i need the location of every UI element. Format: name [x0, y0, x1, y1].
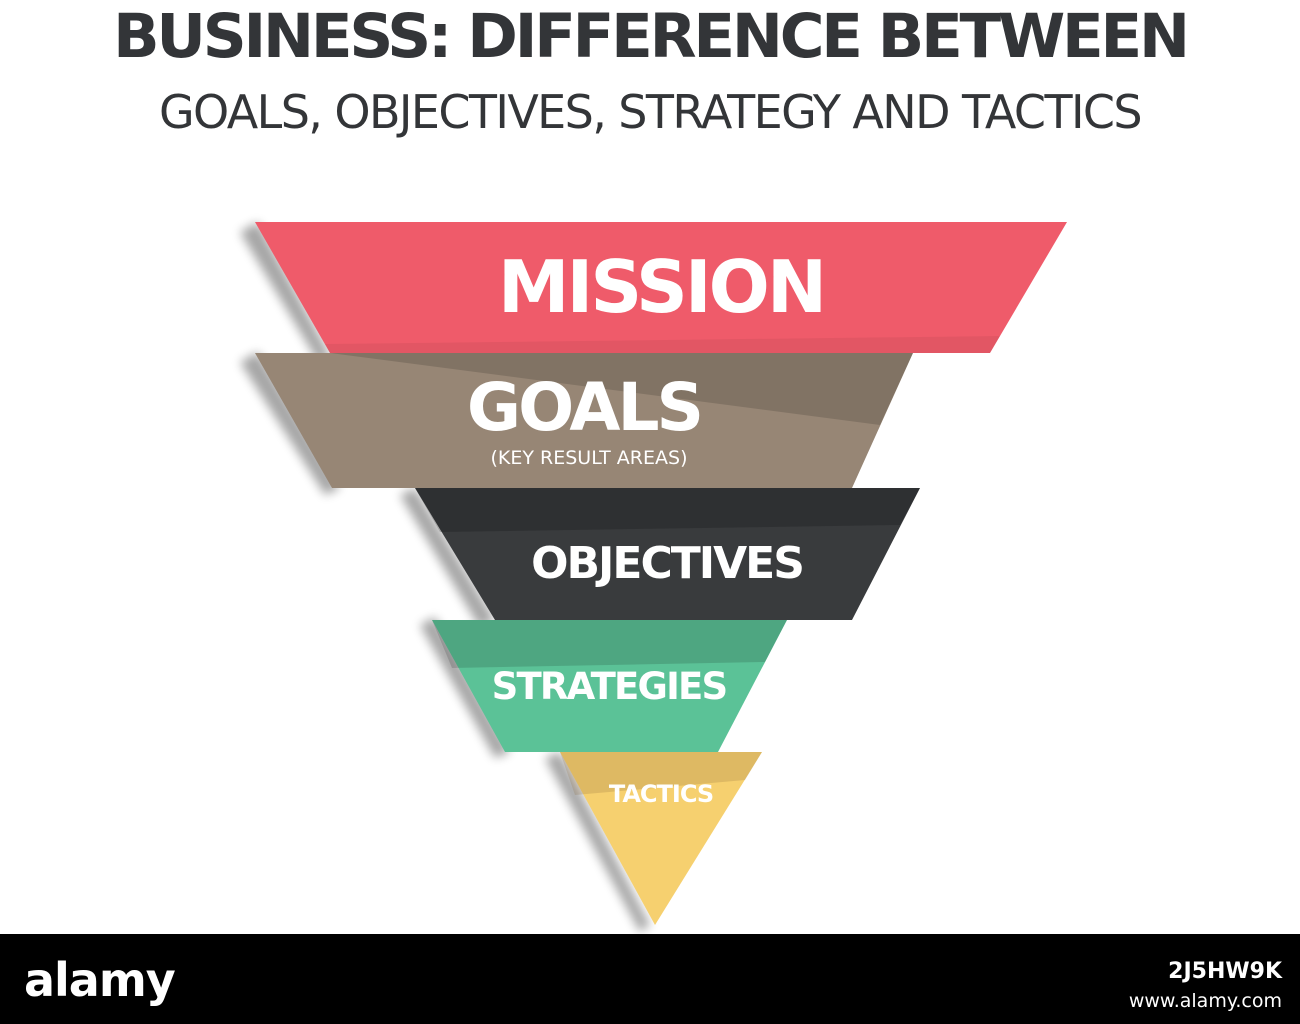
layer-objectives: OBJECTIVES — [415, 488, 920, 620]
layer-goals: GOALS (KEY RESULT AREAS) — [255, 353, 913, 488]
layer-strategies-fold-shade — [432, 620, 787, 668]
layer-tactics-label: TACTICS — [609, 780, 713, 808]
layer-strategies: STRATEGIES — [432, 620, 787, 752]
layer-tactics-fold-shade — [560, 752, 762, 795]
layer-goals-label: GOALS — [467, 369, 701, 446]
layer-goals-fold-shade — [330, 353, 913, 425]
layer-goals-sublabel: (KEY RESULT AREAS) — [491, 447, 688, 469]
inverted-pyramid-diagram: MISSION GOALS (KEY RESULT AREAS) OBJECTI… — [240, 222, 1067, 932]
layer-tactics: TACTICS — [560, 752, 762, 925]
layer-mission: MISSION — [255, 222, 1067, 353]
stock-image-id: 2J5HW9K — [1168, 959, 1282, 984]
layer-tactics-shape — [560, 752, 762, 925]
page-title: BUSINESS: DIFFERENCE BETWEEN — [113, 1, 1190, 72]
layer-mission-fold-shade — [325, 336, 1000, 353]
alamy-logo: alamy — [24, 953, 176, 1007]
layer-mission-label: MISSION — [498, 245, 824, 329]
stock-url: www.alamy.com — [1128, 990, 1282, 1012]
layer-goals-shape — [255, 353, 913, 488]
pyramid-shadow — [240, 222, 650, 932]
layer-mission-shape — [255, 222, 1067, 353]
layer-objectives-fold-shade — [415, 488, 920, 532]
layer-strategies-shape — [432, 620, 787, 752]
layer-objectives-shape — [415, 488, 920, 620]
watermark-footer: alamy 2J5HW9K www.alamy.com — [0, 934, 1300, 1024]
layer-strategies-label: STRATEGIES — [492, 665, 727, 708]
page-subtitle: GOALS, OBJECTIVES, STRATEGY AND TACTICS — [158, 85, 1143, 139]
layer-objectives-label: OBJECTIVES — [531, 538, 803, 589]
